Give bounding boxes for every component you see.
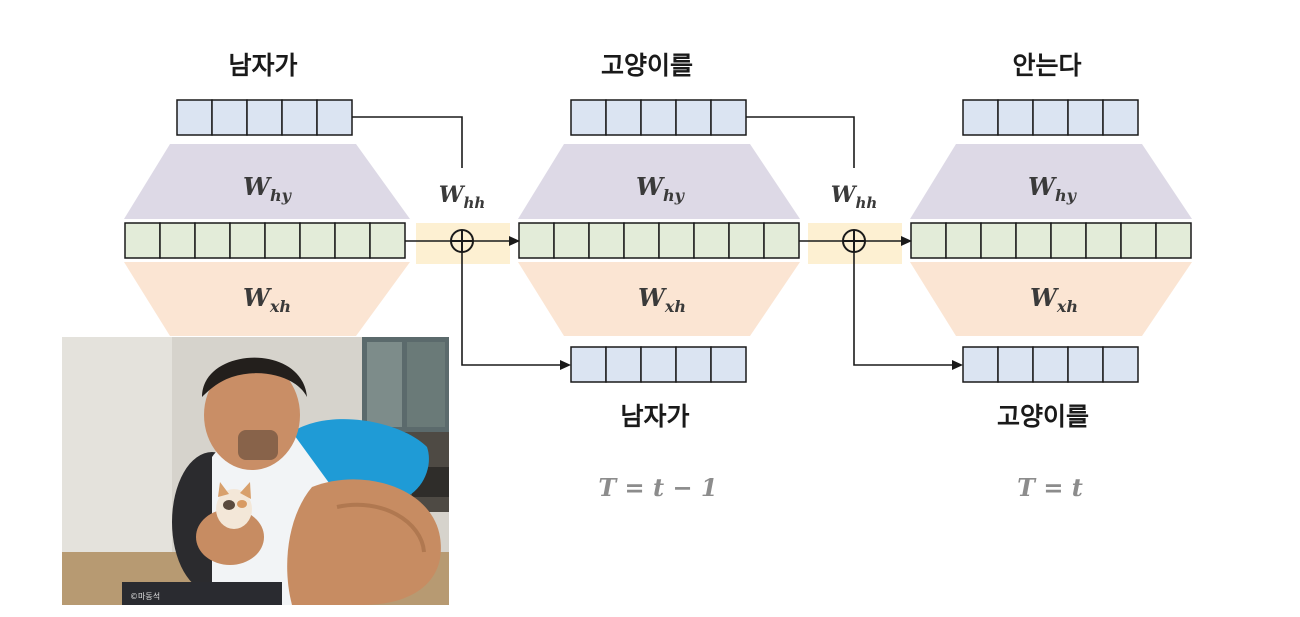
step-2-output-vector bbox=[570, 99, 747, 136]
vector-cell bbox=[997, 346, 1034, 383]
vector-cell bbox=[962, 346, 999, 383]
recurrent-connection-1: Whh bbox=[352, 116, 571, 370]
step-1-wxh-trapezoid bbox=[124, 262, 410, 336]
kitten-icon bbox=[216, 482, 252, 529]
vector-cell bbox=[605, 346, 642, 383]
vector-cell bbox=[1155, 222, 1192, 259]
vector-cell bbox=[246, 99, 283, 136]
step-3-wxh-label: Wxh bbox=[1030, 283, 1078, 316]
step-2-why-label: Why bbox=[636, 172, 686, 205]
vector-cell bbox=[229, 222, 266, 259]
step-3-output-vector bbox=[962, 99, 1139, 136]
vector-cell bbox=[693, 222, 730, 259]
vector-cell bbox=[176, 99, 213, 136]
vector-cell bbox=[334, 222, 371, 259]
step-3-why-trapezoid bbox=[910, 144, 1192, 219]
vector-cell bbox=[518, 222, 555, 259]
rnn-step-3: 안는다 Why Wxh 고양이를 T bbox=[910, 51, 1192, 502]
sum-node-icon bbox=[842, 229, 866, 253]
step-2-wxh-trapezoid bbox=[518, 262, 800, 336]
photo-illustration bbox=[62, 337, 449, 605]
step-2-time-label: T = t − 1 bbox=[598, 473, 717, 502]
rnn-step-2: 고양이를 Why Wxh 남자가 bbox=[518, 51, 800, 502]
vector-cell bbox=[1102, 346, 1139, 383]
step-1-why-trapezoid bbox=[124, 144, 410, 219]
step-2-hidden-vector bbox=[518, 222, 800, 259]
step-3-output-word: 안는다 bbox=[1012, 51, 1081, 80]
arrowhead-icon bbox=[560, 360, 571, 370]
step-2-output-word: 고양이를 bbox=[601, 51, 693, 80]
vector-cell bbox=[1032, 346, 1069, 383]
vector-cell bbox=[124, 222, 161, 259]
vector-cell bbox=[1120, 222, 1157, 259]
vector-cell bbox=[997, 99, 1034, 136]
vector-cell bbox=[211, 99, 248, 136]
step-3-input-vector bbox=[962, 346, 1139, 383]
vector-cell bbox=[281, 99, 318, 136]
vector-cell bbox=[1015, 222, 1052, 259]
vector-cell bbox=[1050, 222, 1087, 259]
step-3-why-label: Why bbox=[1028, 172, 1078, 205]
arrowhead-icon bbox=[952, 360, 963, 370]
step-3-wxh-trapezoid bbox=[910, 262, 1192, 336]
vector-cell bbox=[194, 222, 231, 259]
vector-cell bbox=[710, 346, 747, 383]
vector-cell bbox=[1085, 222, 1122, 259]
step-2-input-word: 남자가 bbox=[620, 402, 689, 431]
step-3-input-word: 고양이를 bbox=[997, 402, 1089, 431]
whh-label-2: Whh bbox=[831, 182, 878, 212]
vector-cell bbox=[299, 222, 336, 259]
step-2-why-trapezoid bbox=[518, 144, 800, 219]
vector-cell bbox=[710, 99, 747, 136]
photo-caption: ©마동석 bbox=[130, 592, 161, 601]
input-wire-2 bbox=[853, 252, 955, 366]
arrowhead-icon bbox=[901, 236, 912, 246]
vector-cell bbox=[945, 222, 982, 259]
vector-cell bbox=[316, 99, 353, 136]
vector-cell bbox=[1067, 99, 1104, 136]
rnn-step-1: 남자가 Why Wxh bbox=[124, 51, 410, 336]
vector-cell bbox=[264, 222, 301, 259]
arrowhead-icon bbox=[509, 236, 520, 246]
vector-cell bbox=[588, 222, 625, 259]
vector-cell bbox=[553, 222, 590, 259]
vector-cell bbox=[728, 222, 765, 259]
vector-cell bbox=[570, 99, 607, 136]
step-3-time-label: T = t bbox=[1017, 473, 1083, 502]
vector-cell bbox=[675, 346, 712, 383]
step-2-wxh-label: Wxh bbox=[638, 283, 686, 316]
vector-cell bbox=[159, 222, 196, 259]
vector-cell bbox=[1032, 99, 1069, 136]
step-3-hidden-vector bbox=[910, 222, 1192, 259]
step-2-input-vector bbox=[570, 346, 747, 383]
input-wire-1 bbox=[461, 252, 563, 366]
feedback-wire-2 bbox=[746, 116, 855, 168]
vector-cell bbox=[675, 99, 712, 136]
recurrent-connection-2: Whh bbox=[746, 116, 963, 370]
vector-cell bbox=[1102, 99, 1139, 136]
vector-cell bbox=[658, 222, 695, 259]
vector-cell bbox=[605, 99, 642, 136]
vector-cell bbox=[962, 99, 999, 136]
vector-cell bbox=[570, 346, 607, 383]
vector-cell bbox=[980, 222, 1017, 259]
whh-label-1: Whh bbox=[439, 182, 486, 212]
step-1-output-word: 남자가 bbox=[228, 51, 297, 80]
step-1-why-label: Why bbox=[243, 172, 293, 205]
man-holding-kitten-photo: ©마동석 bbox=[62, 337, 449, 605]
vector-cell bbox=[640, 99, 677, 136]
vector-cell bbox=[369, 222, 406, 259]
step-1-hidden-vector bbox=[124, 222, 406, 259]
step-1-wxh-label: Wxh bbox=[243, 283, 291, 316]
vector-cell bbox=[763, 222, 800, 259]
vector-cell bbox=[1067, 346, 1104, 383]
vector-cell bbox=[623, 222, 660, 259]
sum-node-icon bbox=[450, 229, 474, 253]
feedback-wire-1 bbox=[352, 116, 463, 168]
vector-cell bbox=[910, 222, 947, 259]
vector-cell bbox=[640, 346, 677, 383]
step-1-output-vector bbox=[176, 99, 353, 136]
